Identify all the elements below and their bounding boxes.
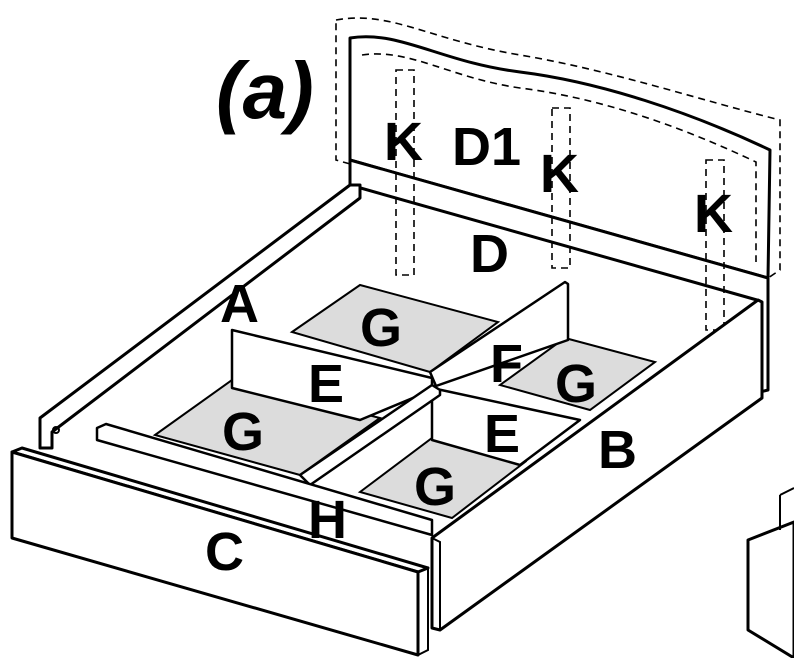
slat-back-right bbox=[497, 336, 658, 412]
label-cross-rail-left: E bbox=[308, 354, 344, 414]
label-slat-back-left: G bbox=[360, 298, 402, 358]
label-foot-board: C bbox=[205, 522, 244, 582]
cross-rail-right bbox=[430, 386, 582, 467]
side-rail-left bbox=[38, 183, 362, 450]
label-bracket-middle: K bbox=[540, 144, 579, 204]
label-center-beam-back: F bbox=[490, 334, 523, 394]
label-slat-front-right: G bbox=[414, 457, 456, 517]
label-side-right: B bbox=[598, 420, 637, 480]
label-bracket-right: K bbox=[694, 184, 733, 244]
bracket-middle bbox=[551, 107, 571, 269]
label-center-beam-front: H bbox=[308, 490, 347, 550]
side-rail-right bbox=[430, 298, 764, 632]
center-beam-back bbox=[428, 280, 570, 388]
label-headboard-top: D1 bbox=[452, 117, 521, 177]
cross-rail-left bbox=[230, 328, 434, 422]
label-bracket-left: K bbox=[384, 112, 423, 172]
inner-front-rail bbox=[95, 422, 434, 537]
figure-label: (a) bbox=[216, 46, 314, 135]
label-headboard: D bbox=[470, 224, 509, 284]
slat-back-left bbox=[289, 283, 501, 374]
label-slat-front-left: G bbox=[222, 402, 264, 462]
label-side-left: A bbox=[220, 274, 259, 334]
label-cross-rail-right: E bbox=[484, 404, 520, 464]
adjacent-frame-fragment bbox=[746, 487, 794, 658]
bracket-left bbox=[395, 69, 415, 276]
label-slat-back-right: G bbox=[555, 354, 597, 414]
foot-board bbox=[10, 446, 430, 657]
headboard-top-panel bbox=[335, 17, 781, 281]
